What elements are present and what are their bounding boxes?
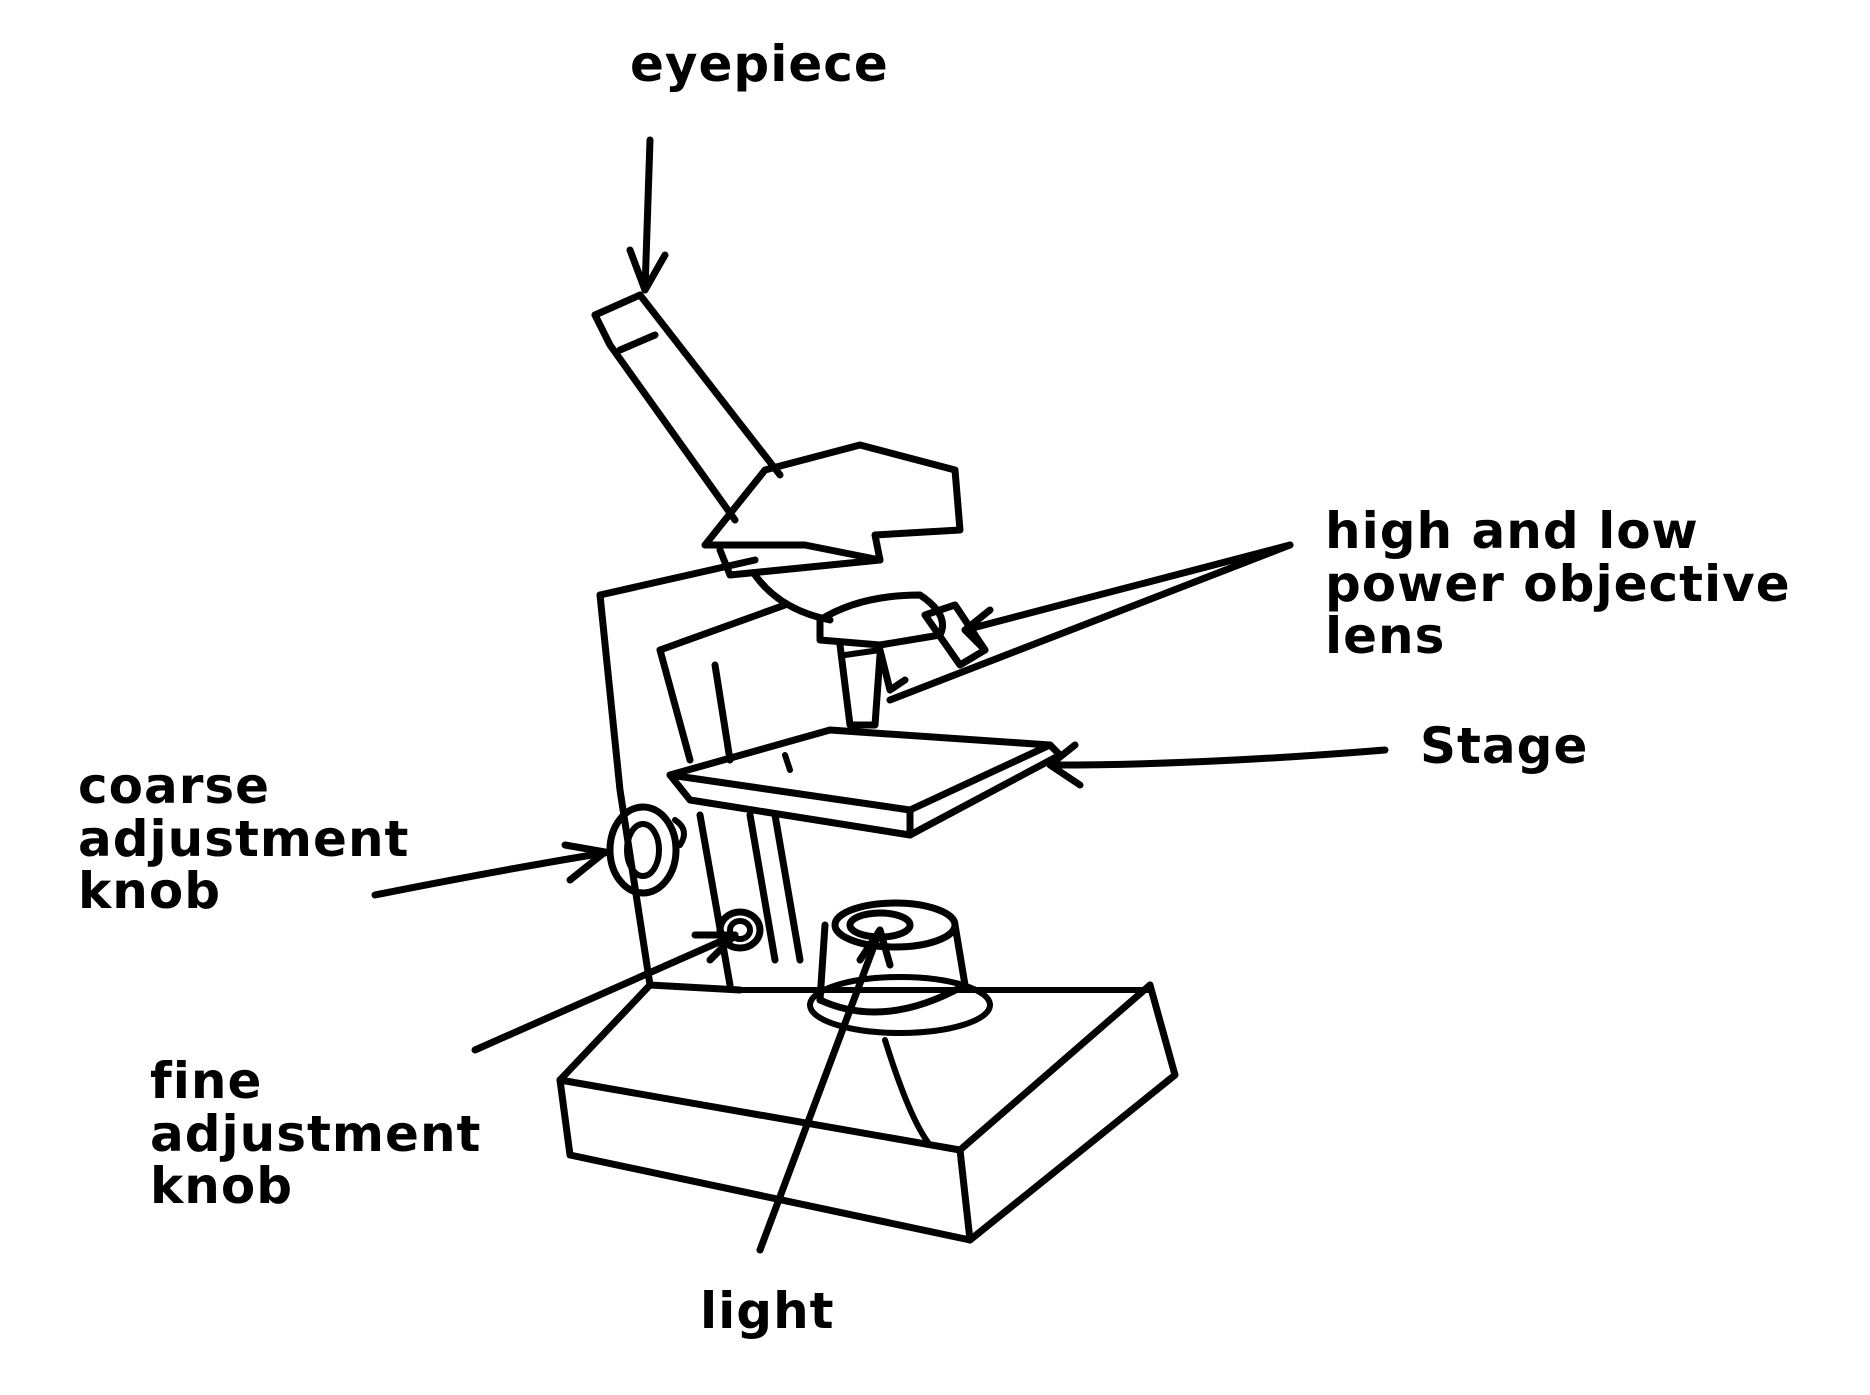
arrow-eyepiece (641, 136, 654, 294)
arrow-coarse-adjustment (371, 848, 614, 899)
arm (596, 556, 804, 989)
arrow-light (756, 926, 884, 1254)
label-eyepiece: eyepiece (630, 35, 889, 93)
label-fine-adjustment-knob: fine adjustment knob (150, 1052, 482, 1215)
arrow-fine-adjustment (471, 931, 739, 1054)
light-source (807, 899, 993, 1036)
pointer-arrows (371, 136, 1389, 1254)
arrow-objective-head (961, 606, 994, 654)
body-tube (591, 291, 964, 624)
coarse-adjustment-knob (606, 803, 687, 897)
objective-lenses (816, 591, 989, 729)
label-stage: Stage (1420, 717, 1589, 775)
arrow-fine-head (691, 931, 739, 964)
label-coarse-adjustment-knob: coarse adjustment knob (78, 757, 410, 920)
arrow-eyepiece-head (626, 246, 669, 294)
arrow-light-head (856, 926, 894, 969)
arrow-stage (1051, 746, 1389, 769)
arrow-coarse-head (561, 841, 609, 884)
arrow-objective-lens (961, 541, 1294, 634)
fine-adjustment-knob (716, 908, 764, 952)
label-objective-lens: high and low power objective lens (1325, 502, 1791, 665)
base (556, 981, 1179, 1244)
label-light: light (700, 1282, 835, 1340)
arrow-stage-head (1046, 741, 1084, 789)
